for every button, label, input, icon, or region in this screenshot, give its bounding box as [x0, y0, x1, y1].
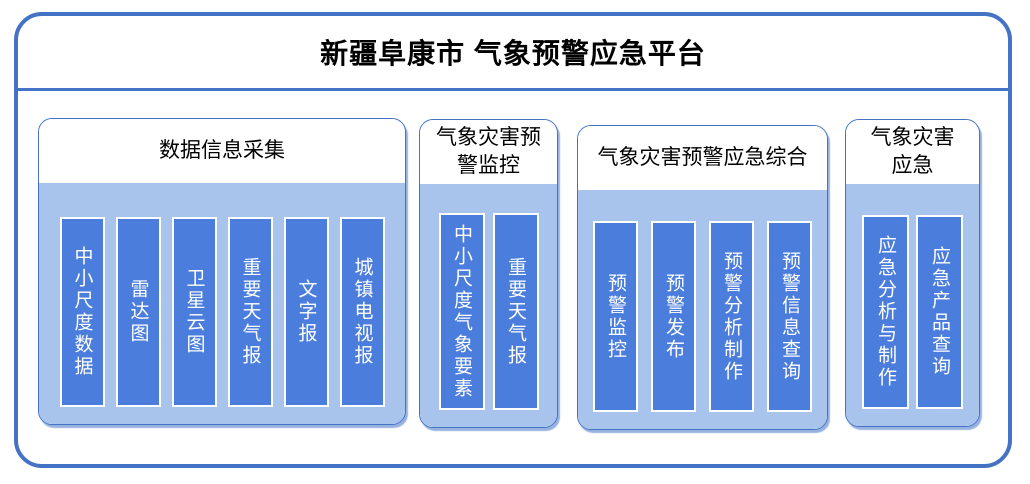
group-warning-emergency-comprehensive-title: 气象灾害预警应急综合: [578, 126, 827, 190]
group-warning-emergency-comprehensive-body: 预警监控 预警发布 预警分析制作 预警信息查询: [578, 190, 827, 429]
group-disaster-emergency-title: 气象灾害应急: [846, 120, 979, 184]
module-bar: 重要天气报: [227, 217, 273, 407]
module-bar-label: 应急产品查询: [929, 246, 950, 378]
group-warning-monitoring-title: 气象灾害预警监控: [420, 120, 557, 184]
module-bar-label: 预警监控: [605, 272, 626, 361]
module-bar-label: 应急分析与制作: [875, 235, 896, 389]
platform-frame: 新疆阜康市 气象预警应急平台 数据信息采集 中小尺度数据 雷达图 卫星云图 重要天气报…: [14, 12, 1012, 468]
module-bar: 文字报: [283, 217, 329, 407]
module-bar-label: 城镇电视报: [351, 257, 373, 367]
module-bar-label: 预警分析制作: [721, 250, 742, 383]
diagram-title-bar: 新疆阜康市 气象预警应急平台: [18, 16, 1008, 91]
module-bar: 预警分析制作: [709, 221, 754, 412]
module-bar: 预警信息查询: [767, 221, 812, 412]
module-bar-label: 重要天气报: [505, 256, 526, 367]
module-bar-label: 重要天气报: [239, 257, 261, 367]
module-bar: 雷达图: [115, 217, 161, 407]
module-bar: 应急产品查询: [916, 215, 963, 409]
group-warning-emergency-comprehensive: 气象灾害预警应急综合 预警监控 预警发布 预警分析制作 预警信息查询: [577, 125, 828, 430]
module-bar-label: 雷达图: [127, 279, 149, 345]
group-disaster-emergency: 气象灾害应急 应急分析与制作 应急产品查询: [845, 119, 980, 427]
module-bar: 城镇电视报: [339, 217, 385, 407]
group-data-collection: 数据信息采集 中小尺度数据 雷达图 卫星云图 重要天气报 文字报 城镇电视报: [38, 118, 406, 425]
module-bar-label: 预警发布: [663, 272, 684, 361]
module-bar-label: 中小尺度数据: [71, 246, 93, 378]
module-bar: 预警监控: [593, 221, 638, 412]
module-bar-label: 文字报: [295, 279, 317, 345]
module-bar-label: 预警信息查询: [779, 250, 800, 383]
group-data-collection-title: 数据信息采集: [39, 119, 405, 183]
module-bar-label: 中小尺度气象要素: [451, 223, 472, 400]
module-bar: 中小尺度数据: [59, 217, 105, 407]
platform-title: 新疆阜康市 气象预警应急平台: [320, 38, 706, 69]
group-warning-monitoring-body: 中小尺度气象要素 重要天气报: [420, 184, 557, 427]
module-bar: 中小尺度气象要素: [438, 213, 485, 410]
group-warning-monitoring: 气象灾害预警监控 中小尺度气象要素 重要天气报: [419, 119, 558, 428]
group-data-collection-body: 中小尺度数据 雷达图 卫星云图 重要天气报 文字报 城镇电视报: [39, 183, 405, 424]
group-disaster-emergency-body: 应急分析与制作 应急产品查询: [846, 184, 979, 426]
module-bar-label: 卫星云图: [183, 268, 205, 356]
module-bar: 应急分析与制作: [862, 215, 909, 409]
module-bar: 重要天气报: [492, 213, 539, 410]
module-bar: 卫星云图: [171, 217, 217, 407]
module-bar: 预警发布: [651, 221, 696, 412]
